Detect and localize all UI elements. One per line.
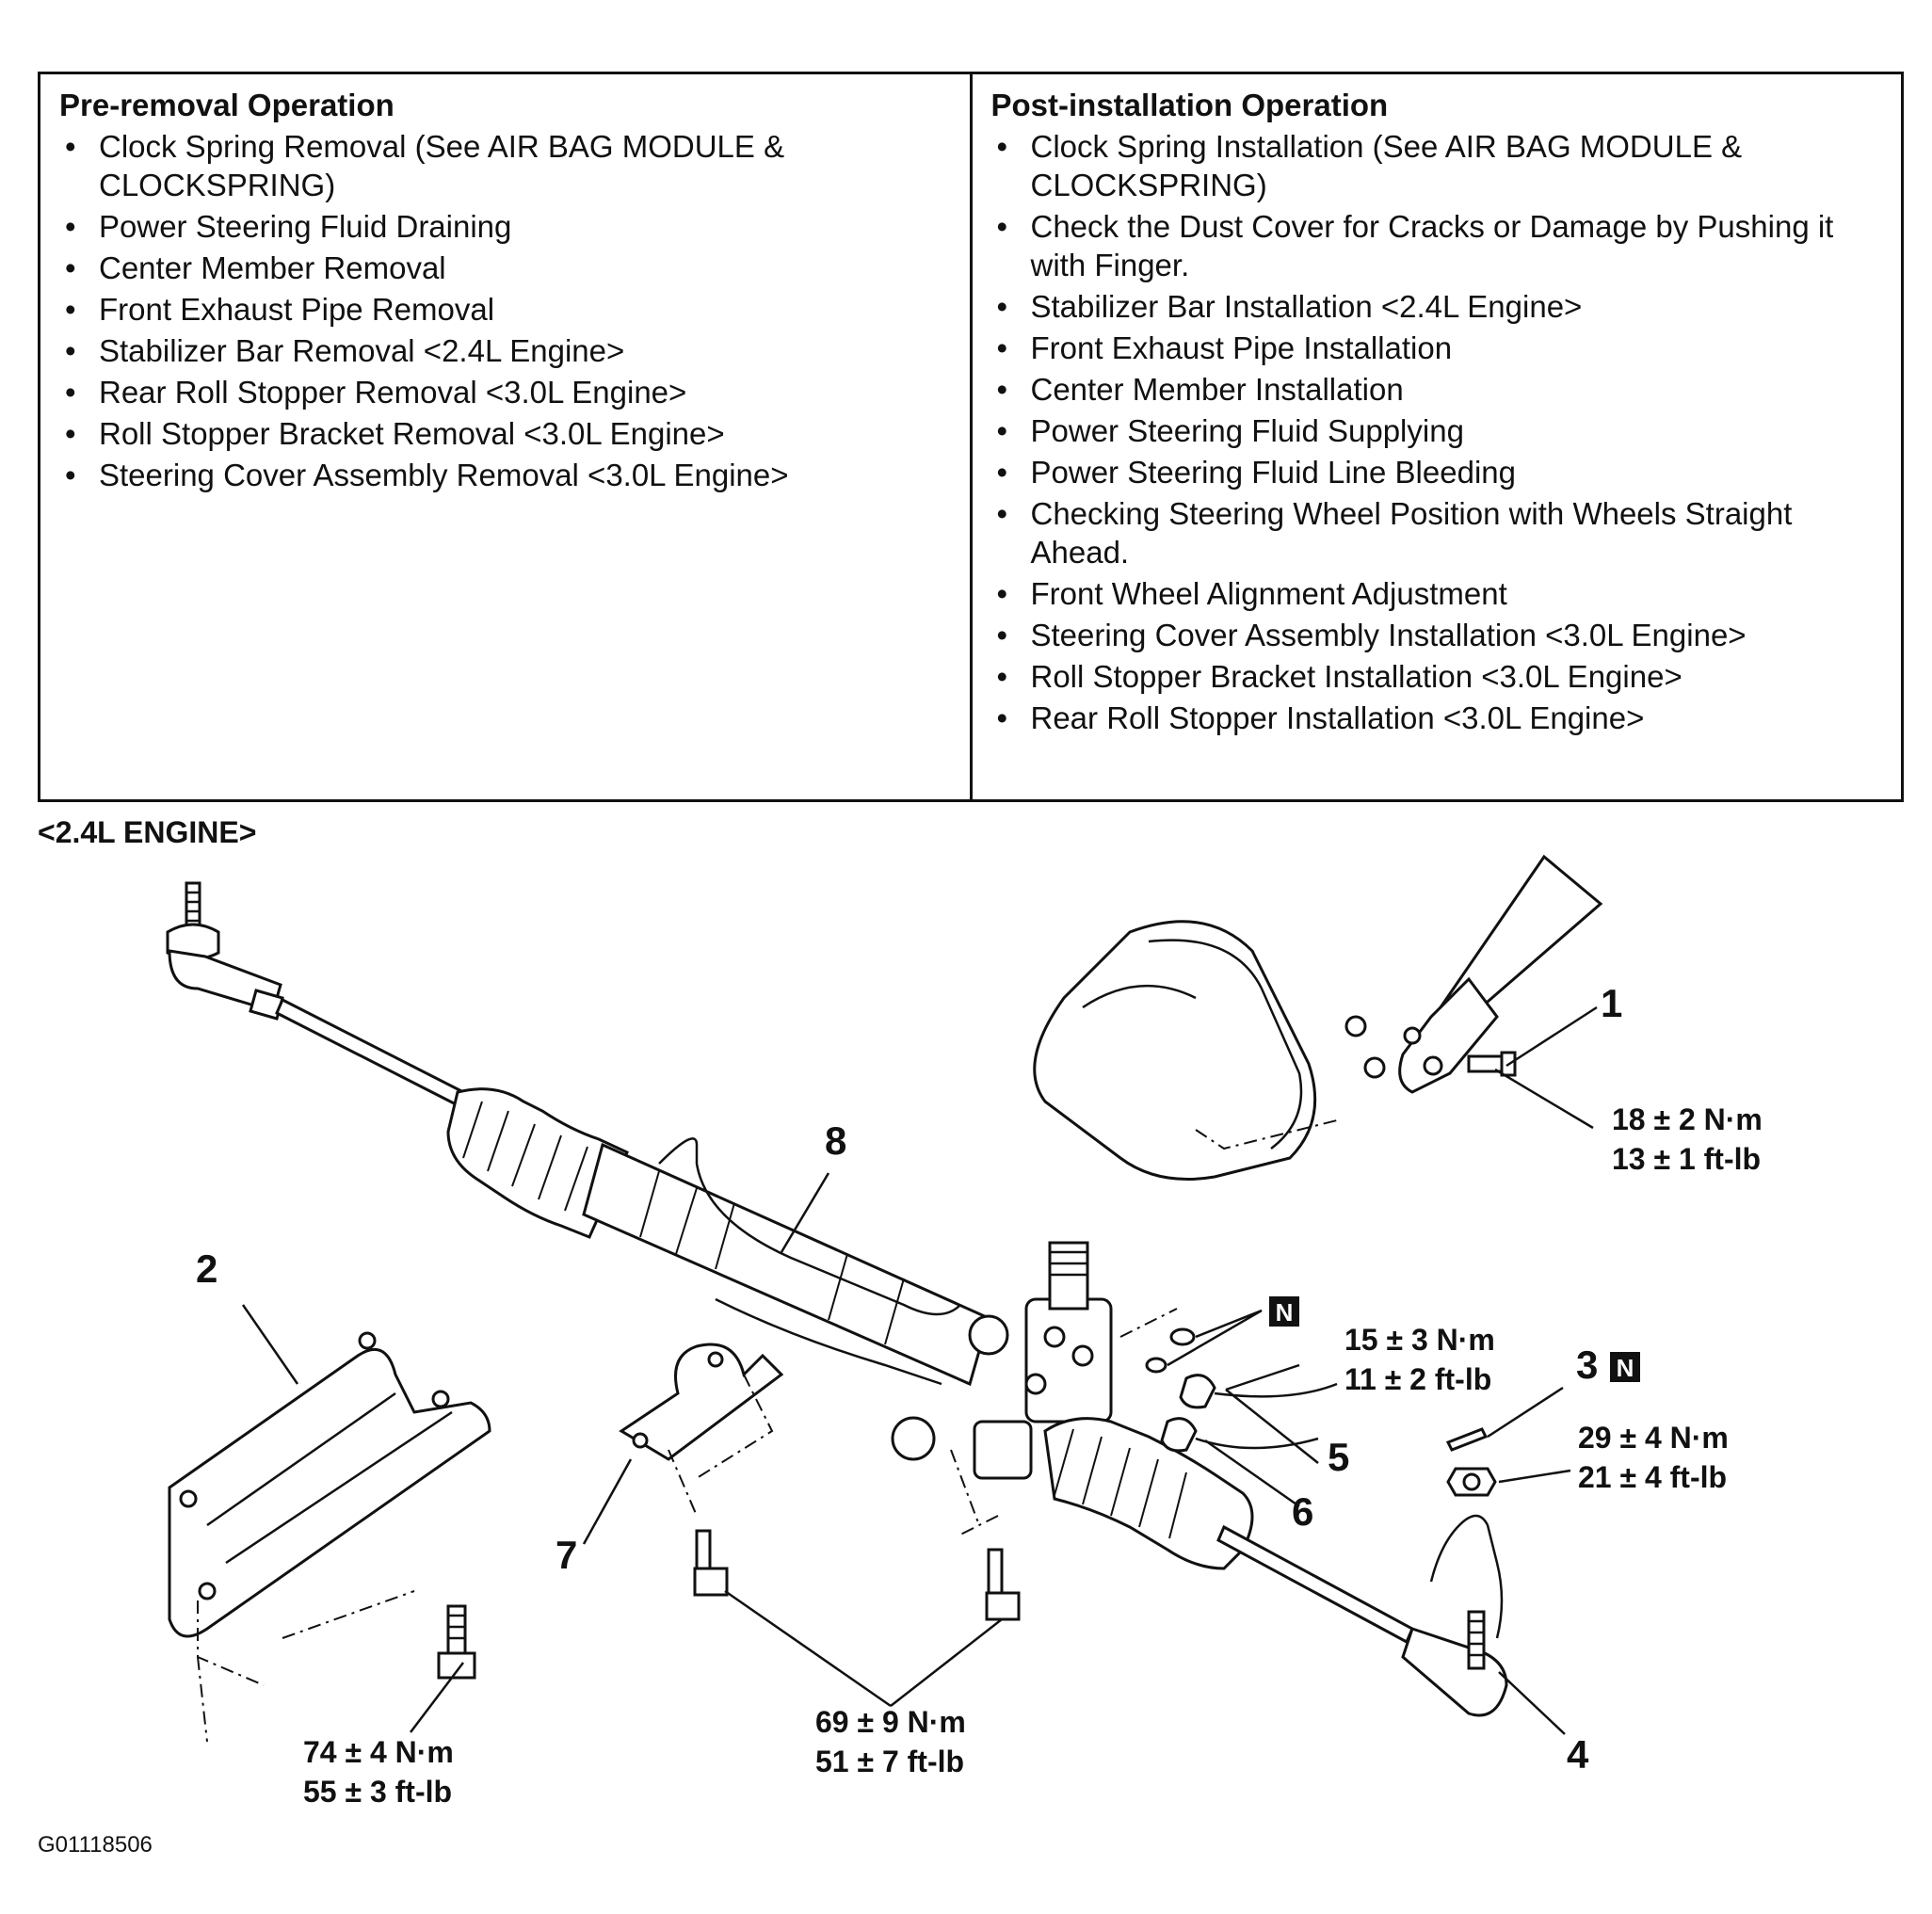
right-tie-rod-end: [1401, 1610, 1508, 1717]
list-item: Roll Stopper Bracket Installation <3.0L …: [991, 657, 1883, 696]
figure-id: G01118506: [38, 1832, 153, 1858]
list-item: Checking Steering Wheel Position with Wh…: [991, 494, 1883, 571]
torque-7-nm: 69 ± 9 N·m: [815, 1705, 966, 1739]
svg-text:N: N: [1617, 1354, 1634, 1382]
clamp-bolts: [693, 1529, 1021, 1621]
list-item: Power Steering Fluid Line Bleeding: [991, 453, 1883, 491]
torque-7-ftlb: 51 ± 7 ft-lb: [815, 1745, 964, 1778]
torque-2-nm: 74 ± 4 N·m: [303, 1735, 454, 1769]
pre-removal-column: Pre-removal Operation Clock Spring Remov…: [40, 74, 970, 799]
dust-cover: [1033, 920, 1317, 1181]
svg-text:N: N: [1276, 1298, 1294, 1327]
pipe-fittings: [1160, 1374, 1338, 1453]
torque-3-nm: 29 ± 4 N·m: [1578, 1421, 1729, 1455]
callout-6: 6: [1292, 1489, 1313, 1534]
cotter-pin-and-nut: [1445, 1427, 1497, 1497]
post-installation-title: Post-installation Operation: [990, 88, 1389, 122]
o-rings: [1145, 1327, 1196, 1374]
left-tie-rod-end: [166, 881, 284, 1021]
operations-table: Pre-removal Operation Clock Spring Remov…: [38, 72, 1904, 802]
gear-valve-body: [891, 1241, 1113, 1480]
list-item: Stabilizer Bar Installation <2.4L Engine…: [991, 287, 1883, 326]
list-item: Clock Spring Installation (See AIR BAG M…: [991, 127, 1883, 204]
callout-3: 3: [1576, 1343, 1598, 1387]
torque-1-ftlb: 13 ± 1 ft-lb: [1612, 1142, 1761, 1176]
torque-3-ftlb: 21 ± 4 ft-lb: [1578, 1460, 1727, 1494]
list-item: Roll Stopper Bracket Removal <3.0L Engin…: [59, 414, 951, 453]
list-item: Power Steering Fluid Draining: [59, 207, 951, 246]
n-badge-o-ring: N: [1269, 1296, 1299, 1327]
list-item: Front Exhaust Pipe Removal: [59, 290, 951, 329]
torque-56-ftlb: 11 ± 2 ft-lb: [1344, 1362, 1491, 1396]
callout-5: 5: [1328, 1435, 1349, 1479]
callout-8: 8: [825, 1118, 846, 1163]
post-installation-column: Post-installation Operation Clock Spring…: [969, 74, 1902, 799]
list-item: Check the Dust Cover for Cracks or Damag…: [991, 207, 1883, 284]
engine-label: <2.4L ENGINE>: [38, 815, 257, 849]
list-item: Rear Roll Stopper Removal <3.0L Engine>: [59, 373, 951, 411]
rack-housing: [582, 1142, 990, 1387]
joint-bolt: [1423, 1051, 1517, 1077]
list-item: Steering Cover Assembly Removal <3.0L En…: [59, 456, 951, 494]
callout-7: 7: [555, 1533, 577, 1577]
list-item: Center Member Removal: [59, 249, 951, 287]
left-tie-rod: [275, 997, 473, 1112]
list-item: Center Member Installation: [991, 370, 1883, 409]
center-member-bracket: [168, 1331, 491, 1638]
post-installation-list: Clock Spring Installation (See AIR BAG M…: [991, 127, 1883, 737]
list-item: Steering Cover Assembly Installation <3.…: [991, 616, 1883, 654]
list-item: Front Wheel Alignment Adjustment: [991, 574, 1883, 613]
list-item: Stabilizer Bar Removal <2.4L Engine>: [59, 331, 951, 370]
fluid-pipe: [658, 1137, 961, 1316]
clamp-bracket: [619, 1343, 784, 1461]
pre-removal-list: Clock Spring Removal (See AIR BAG MODULE…: [59, 127, 951, 494]
torque-1-nm: 18 ± 2 N·m: [1612, 1102, 1763, 1136]
list-item: Power Steering Fluid Supplying: [991, 411, 1883, 450]
knuckle-outline: [1429, 1514, 1504, 1639]
right-tie-rod: [1216, 1524, 1414, 1645]
torque-2-ftlb: 55 ± 3 ft-lb: [303, 1775, 452, 1809]
n-badge-cotter-pin: N: [1610, 1352, 1640, 1382]
pre-removal-title: Pre-removal Operation: [59, 88, 394, 122]
list-item: Clock Spring Removal (See AIR BAG MODULE…: [59, 127, 951, 204]
torque-56-nm: 15 ± 3 N·m: [1344, 1323, 1495, 1357]
callout-1: 1: [1601, 981, 1622, 1025]
leader-lines: [241, 1005, 1598, 1735]
center-member-bolt: [437, 1604, 476, 1680]
callout-4: 4: [1567, 1732, 1589, 1777]
list-item: Front Exhaust Pipe Installation: [991, 329, 1883, 367]
list-item: Rear Roll Stopper Installation <3.0L Eng…: [991, 699, 1883, 737]
callout-2: 2: [196, 1247, 217, 1291]
